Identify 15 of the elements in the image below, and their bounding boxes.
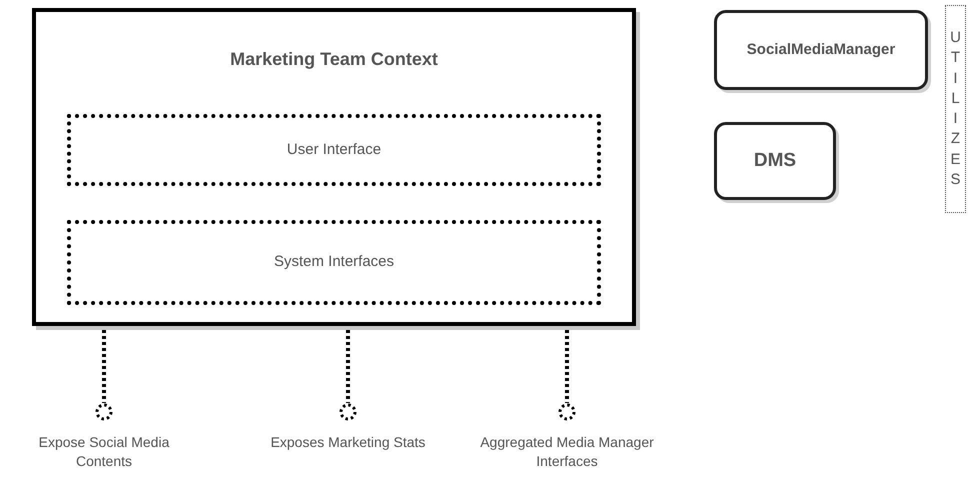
interface-label: Expose Social Media Contents: [38, 433, 170, 471]
context-title: Marketing Team Context: [229, 48, 439, 71]
component-box: DMS: [714, 122, 836, 200]
interface-label: Exposes Marketing Stats: [270, 433, 426, 452]
connector-line: [346, 330, 350, 403]
interface-label: Aggregated Media Manager Interfaces: [479, 433, 655, 471]
interface-region: User Interface: [67, 114, 601, 186]
interface-circle: [95, 403, 113, 421]
interface-circle: [339, 403, 357, 421]
component-box: SocialMediaManager: [714, 10, 928, 90]
interface-circle: [558, 403, 576, 421]
connector-line: [565, 330, 569, 403]
connector-line: [102, 330, 106, 403]
interface-region: System Interfaces: [67, 220, 601, 305]
vertical-label-box: UTILIZES: [945, 5, 966, 213]
